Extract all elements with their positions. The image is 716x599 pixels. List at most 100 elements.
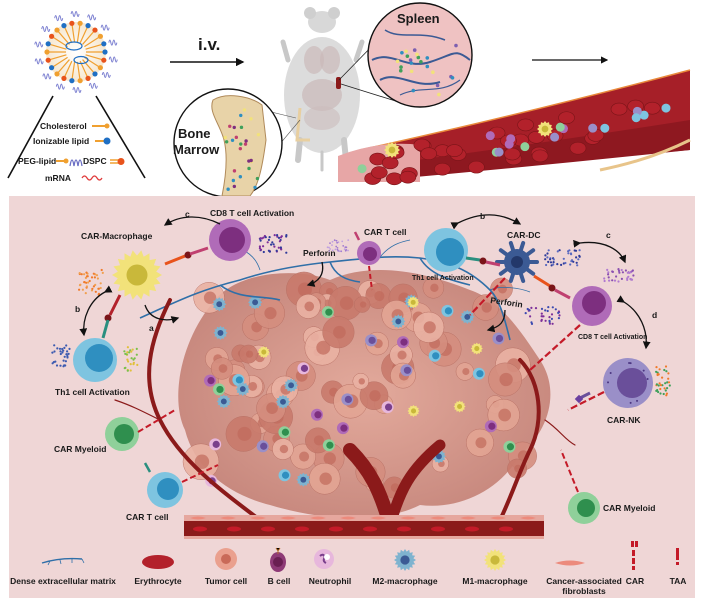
cytokine-dot	[617, 268, 620, 271]
lipid-tail	[71, 25, 76, 43]
cytokine-dot	[347, 239, 350, 242]
cytokine-dot	[329, 242, 331, 245]
cytokine-dots-purple	[603, 268, 635, 283]
th1-cell-left	[73, 338, 117, 382]
lipid-tail	[64, 27, 73, 44]
peg-chain	[72, 86, 82, 93]
caf-icon	[555, 560, 585, 566]
legend-label: Tumor cell	[205, 576, 247, 586]
cytokine-dot	[541, 315, 544, 318]
cytokine-dot	[128, 351, 131, 354]
tumor-nucleus	[358, 378, 365, 385]
legend-label: B cell	[268, 576, 291, 586]
bottom-panel: CAR-Macrophage CD8 T cell Activation c a…	[9, 196, 695, 598]
cytokine-dot	[99, 282, 102, 285]
cytokine-dot	[667, 377, 670, 380]
tumor-nucleus	[237, 426, 252, 441]
spleen-cell	[411, 88, 416, 93]
fibroblast	[520, 516, 536, 520]
cytokine-dots-yellow-green	[123, 346, 139, 372]
taa-icon	[676, 548, 679, 565]
legend-mrna-label: mRNA	[45, 173, 71, 183]
cytokine-dot	[657, 384, 660, 387]
cytokine-dot	[545, 263, 548, 267]
cytokine-dot	[94, 290, 97, 293]
cytokine-dot	[271, 241, 274, 244]
nk-granule	[628, 362, 631, 365]
cytokine-dot	[78, 272, 81, 275]
marrow-cell	[256, 132, 261, 137]
immune-cell	[520, 142, 530, 152]
cytokine-dot	[575, 261, 578, 264]
spleen-zoom-line	[340, 83, 403, 104]
legend-ionizable-lipid-label: Ionizable lipid	[33, 136, 89, 146]
cytokine-dot	[658, 382, 661, 385]
cytokine-dot	[659, 384, 663, 387]
spleen-cell	[435, 83, 440, 88]
erythrocyte	[363, 526, 377, 532]
erythrocyte	[420, 147, 437, 160]
cytokine-dot	[258, 247, 261, 250]
erythrocyte	[499, 526, 513, 532]
marrow-cell	[228, 124, 232, 129]
cytokine-dot	[667, 372, 670, 375]
peg-chain	[41, 26, 51, 33]
erythrocyte	[193, 526, 207, 532]
lipid-head	[44, 49, 50, 55]
ecm-icon	[41, 557, 85, 566]
tumor-nucleus	[304, 301, 315, 312]
cytokine-dot	[628, 271, 631, 274]
cytokine-dot	[53, 344, 56, 347]
nk-granule	[629, 362, 632, 365]
tumor-nucleus	[359, 301, 367, 308]
immune-nucleus	[314, 411, 322, 419]
cytokine-dot	[569, 252, 573, 255]
cytokine-dot	[569, 263, 572, 266]
lipid-tail	[82, 59, 95, 73]
cytokine-dot	[664, 389, 667, 392]
cytokine-dot	[126, 358, 129, 361]
fibroblast	[220, 516, 236, 520]
cytokine-dot	[85, 285, 88, 288]
b-cell-icon	[270, 547, 286, 572]
lipid-tail	[84, 36, 100, 48]
cytokine-dot	[273, 245, 276, 248]
legend-label: TAA	[670, 576, 687, 586]
cytokine-dot	[68, 347, 71, 350]
marrow-cell	[234, 135, 239, 140]
femur-bone	[295, 107, 310, 142]
cytokine-dot	[603, 279, 606, 283]
cytokine-dot	[552, 263, 555, 266]
immune-nucleus	[216, 385, 224, 394]
immune-cell	[494, 147, 504, 157]
marrow-cell	[232, 125, 236, 130]
spleen-label: Spleen	[397, 11, 440, 26]
cytokine-dot	[607, 271, 610, 274]
cytokine-dot	[608, 279, 611, 282]
marrow-cell	[238, 146, 243, 151]
bone-marrow-label-line2: Marrow	[173, 142, 220, 157]
immune-nucleus	[368, 336, 376, 344]
car-engagement-line	[368, 265, 373, 291]
cytokine-dot	[550, 264, 553, 267]
m2-macrophage	[391, 314, 406, 329]
cytokine-dot	[61, 351, 64, 354]
lipid-head	[97, 33, 103, 39]
cytokine-dot	[340, 250, 343, 253]
fibroblast	[370, 516, 386, 520]
cytokine-dot	[59, 364, 62, 367]
legend-label: Erythrocyte	[134, 576, 182, 586]
fibroblast	[430, 516, 446, 520]
legend-cholesterol-label: Cholesterol	[40, 121, 87, 131]
immune-nucleus	[444, 307, 453, 315]
fibroblast	[460, 516, 476, 520]
cytokine-dot	[132, 363, 135, 366]
erythrocyte	[295, 526, 309, 532]
cytokine-dot	[66, 350, 69, 353]
arrow-label-d-right: d	[652, 310, 657, 320]
cytokine-dot	[544, 258, 547, 261]
cytokine-dot	[655, 366, 658, 369]
marrow-cell	[232, 184, 237, 189]
spleen-cell	[405, 54, 410, 58]
lipid-head	[77, 20, 83, 26]
